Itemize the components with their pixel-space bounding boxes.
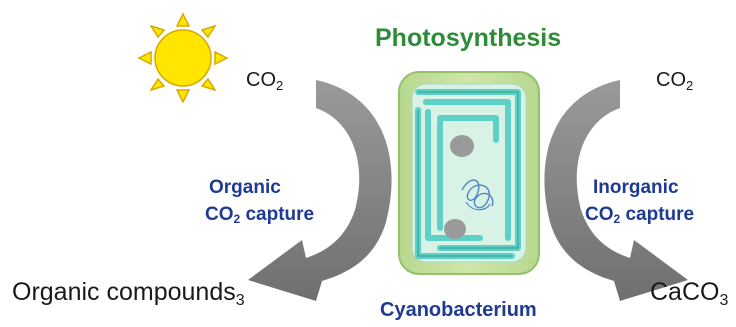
- left-curved-arrow: [248, 80, 392, 301]
- left-co2-input: CO2: [246, 69, 284, 93]
- inorganic-capture-label: Inorganic CO2 capture: [585, 177, 695, 226]
- right-curved-arrow: [544, 80, 688, 301]
- organic-capture-label: Organic CO2 capture: [205, 177, 315, 226]
- caco3-output: CaCO3: [650, 278, 729, 309]
- diagram-title: Photosynthesis: [375, 24, 562, 52]
- cyanobacterium-cell-illustration: [398, 71, 540, 275]
- sun-icon: [137, 12, 229, 104]
- organic-compounds-output: Organic compounds3: [12, 278, 245, 309]
- cyanobacterium-label: Cyanobacterium: [380, 299, 537, 321]
- right-co2-input: CO2: [656, 69, 694, 93]
